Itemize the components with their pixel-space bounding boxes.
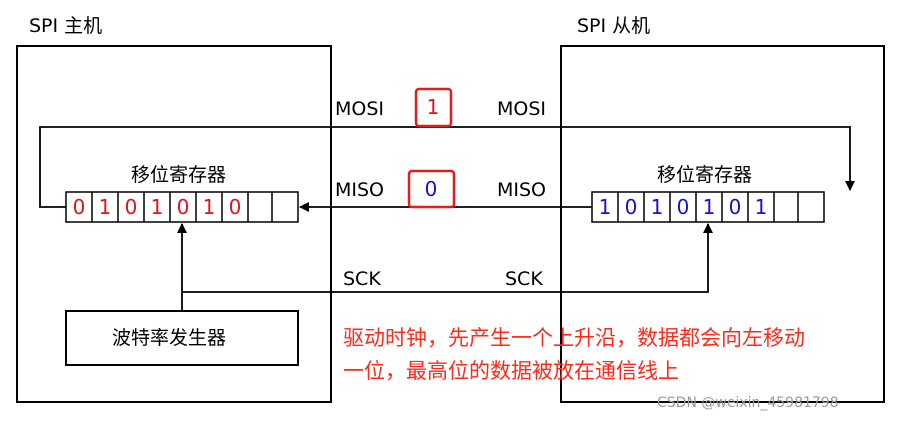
slave-box [560, 45, 885, 403]
mosi-label-slave: MOSI [497, 98, 547, 120]
master-bit: 0 [176, 195, 190, 219]
caption-line-1: 驱动时钟，先产生一个上升沿，数据都会向左移动 [343, 326, 805, 350]
mosi-inflight-bit: 1 [426, 95, 440, 119]
master-bit: 0 [228, 195, 242, 219]
master-bit: 1 [202, 195, 216, 219]
slave-bit: 1 [650, 195, 664, 219]
master-bit: 1 [98, 195, 112, 219]
slave-bit: 0 [728, 195, 742, 219]
baud-generator-label: 波特率发生器 [112, 327, 227, 349]
master-bit: 1 [150, 195, 164, 219]
caption-line-2: 一位，最高位的数据被放在通信线上 [343, 359, 679, 383]
sck-label-master: SCK [343, 268, 381, 290]
slave-bit: 1 [754, 195, 768, 219]
master-bit: 0 [124, 195, 138, 219]
mosi-label-master: MOSI [335, 98, 385, 120]
master-bit [248, 192, 274, 222]
slave-bit: 1 [598, 195, 612, 219]
sck-line [182, 223, 713, 293]
miso-label-master: MISO [335, 179, 385, 201]
master-bit: 0 [72, 195, 86, 219]
mosi-inflight-box [414, 87, 453, 128]
slave-bit: 0 [676, 195, 690, 219]
master-title: SPI 主机 [29, 15, 103, 37]
sck-label-slave: SCK [505, 268, 543, 290]
master-box [16, 45, 332, 403]
slave-bit: 1 [702, 195, 716, 219]
miso-inflight-box [407, 169, 456, 209]
slave-register-label: 移位寄存器 [657, 164, 753, 186]
master-register-label: 移位寄存器 [131, 164, 227, 186]
slave-bit: 0 [624, 195, 638, 219]
miso-label-slave: MISO [497, 179, 547, 201]
slave-title: SPI 从机 [577, 15, 651, 37]
slave-bit [774, 192, 800, 222]
miso-inflight-bit: 0 [424, 177, 438, 201]
mosi-line [39, 126, 855, 208]
watermark: CSDN @weixin_45981798 [657, 395, 839, 411]
master-shift-register [65, 191, 299, 223]
